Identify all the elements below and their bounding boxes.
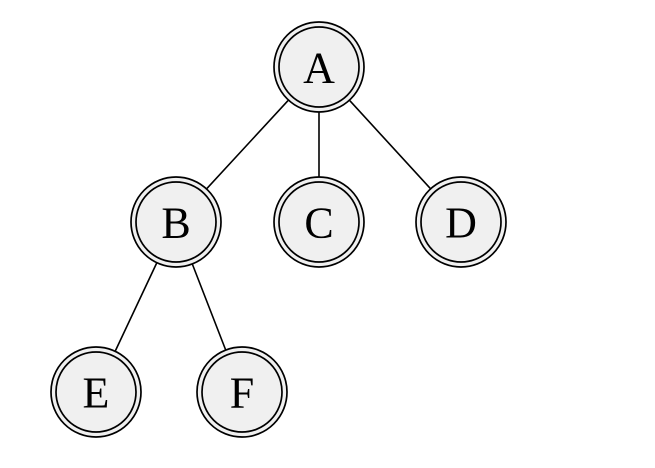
node-d-inner-circle [420, 181, 502, 263]
node-c-label: C [304, 199, 333, 248]
edge-b-f [191, 264, 227, 350]
node-b-label: B [161, 199, 190, 248]
node-a-inner-circle [278, 26, 360, 108]
node-f-inner-circle [201, 351, 283, 433]
node-a[interactable]: A [273, 21, 365, 113]
nodes-layer: A B C D E F [50, 21, 507, 438]
edge-a-d [349, 100, 431, 189]
node-b[interactable]: B [130, 176, 222, 268]
node-b-inner-circle [135, 181, 217, 263]
node-e-label: E [83, 369, 110, 418]
edges-layer [114, 100, 431, 352]
node-e[interactable]: E [50, 346, 142, 438]
node-f[interactable]: F [196, 346, 288, 438]
node-f-label: F [230, 369, 254, 418]
node-d[interactable]: D [415, 176, 507, 268]
node-d-label: D [445, 199, 477, 248]
node-c[interactable]: C [273, 176, 365, 268]
edge-b-e [114, 262, 158, 352]
node-a-label: A [303, 44, 335, 93]
edge-a-b [206, 100, 289, 189]
node-c-inner-circle [278, 181, 360, 263]
node-e-inner-circle [55, 351, 137, 433]
